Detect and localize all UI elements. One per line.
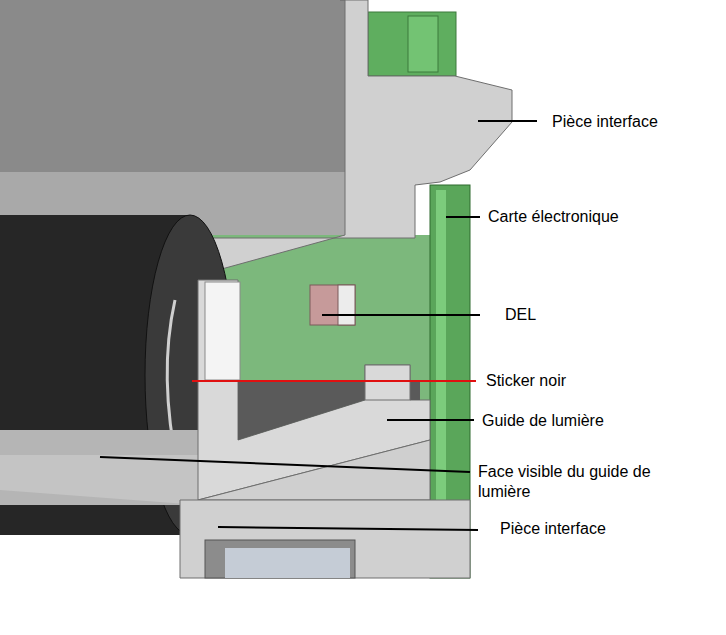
part-label: DEL (505, 305, 536, 325)
part-label: Pièce interface (552, 112, 658, 132)
part-label: Sticker noir (486, 371, 566, 391)
part-label: Pièce interface (500, 519, 606, 539)
part-label: Carte électronique (488, 207, 619, 227)
part-label: Face visible du guide de lumière (478, 462, 706, 502)
part-label: Guide de lumière (482, 411, 604, 431)
